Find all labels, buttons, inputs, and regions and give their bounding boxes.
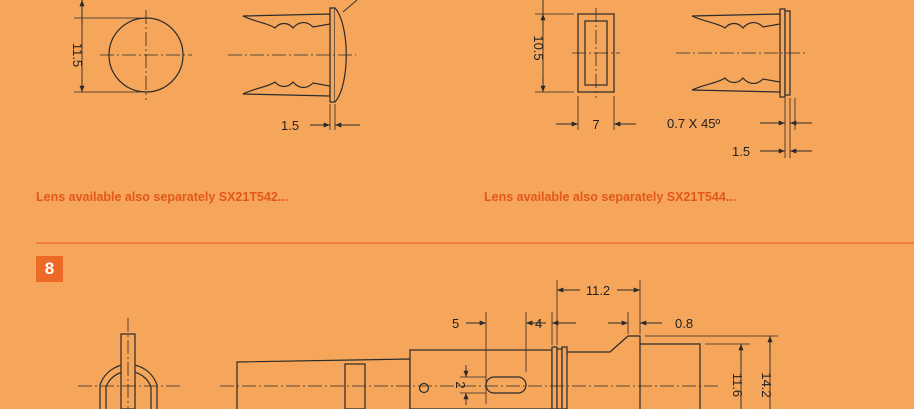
dimension-4: 4 [535,316,542,331]
connector-side-view [220,335,720,409]
section-number-badge: 8 [36,256,63,282]
dimension-11-6: 11.6 [730,373,745,397]
dimension-thickness-right: 1.5 [732,144,750,159]
round-lens-side-view [228,0,360,130]
connector-front-view [78,318,182,409]
bottom-dimension-lines [460,280,778,409]
dimension-2: 2 [453,381,468,388]
caption-lens-sx21t542: Lens available also separately SX21T542.… [36,190,289,204]
rect-lens-front-view [535,0,636,130]
dimension-5: 5 [452,316,459,331]
dimension-height: 10.5 [531,35,546,60]
dimension-thickness-left: 1.5 [281,118,299,133]
dimension-11-2: 11.2 [586,283,610,298]
dimension-0-8: 0.8 [675,316,693,331]
dimension-diameter: 11.5 [70,43,85,67]
dimension-14-2: 14.2 [759,372,774,397]
dimension-chamfer: 0.7 X 45º [667,116,720,131]
rect-lens-side-view [676,8,812,158]
round-lens-front-view [74,0,192,100]
caption-lens-sx21t544: Lens available also separately SX21T544.… [484,190,737,204]
dimension-width: 7 [592,117,599,132]
